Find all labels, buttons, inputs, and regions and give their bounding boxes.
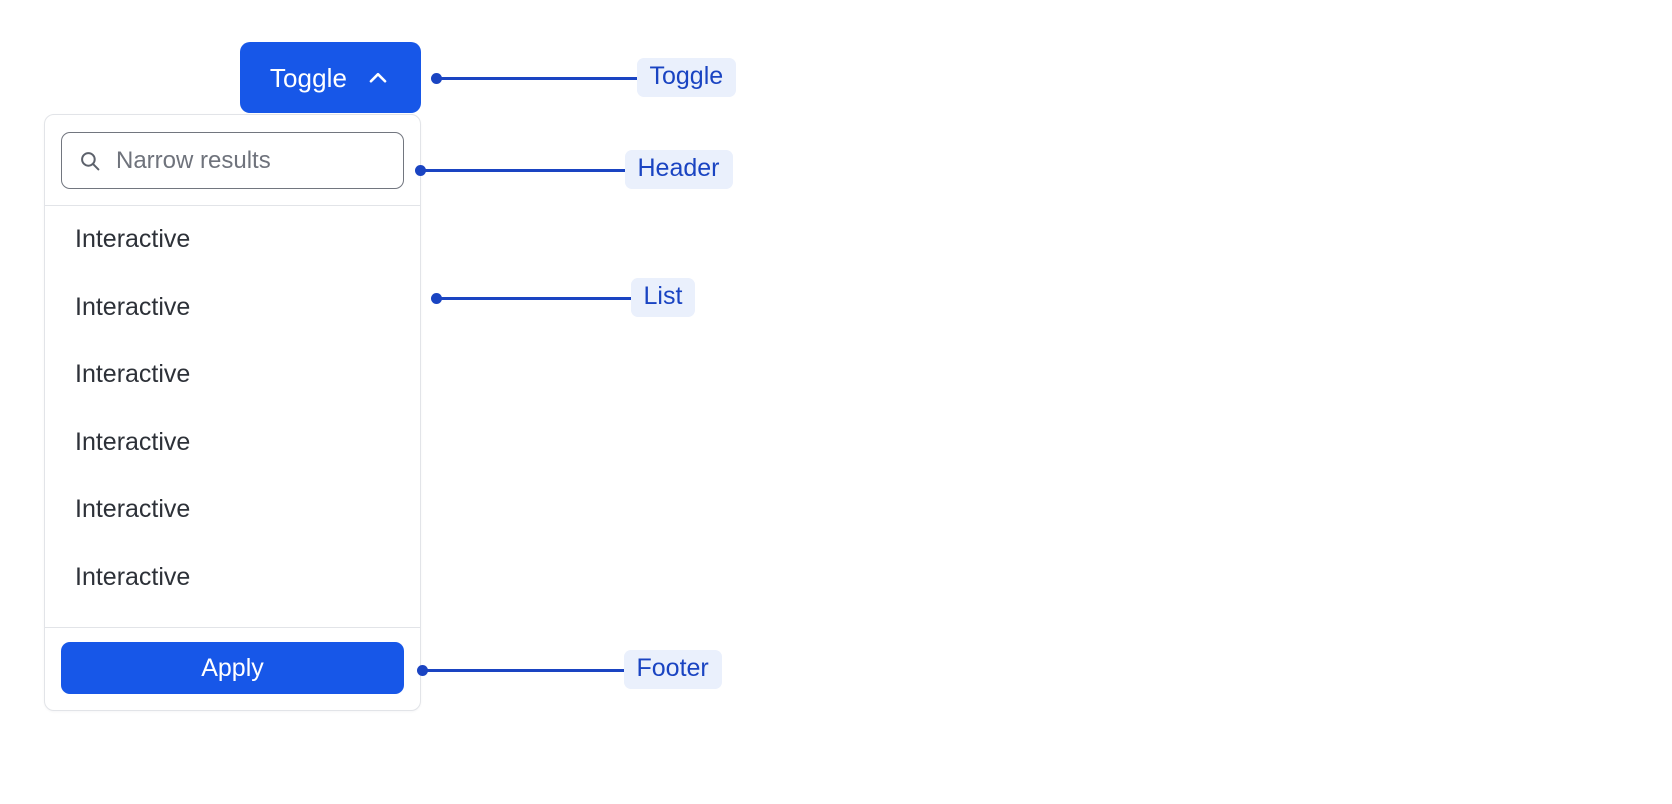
list-item-label: Interactive <box>75 360 191 389</box>
callout-dot <box>430 72 442 84</box>
callout-dot <box>430 292 442 304</box>
list-item-label: Interactive <box>75 562 191 591</box>
list-item-label: Interactive <box>75 427 191 456</box>
list-item[interactable]: Interactive <box>45 409 420 477</box>
callout-leader-line <box>440 296 631 300</box>
toggle-button[interactable]: Toggle <box>240 42 421 113</box>
callout-leader-line <box>424 168 625 172</box>
list-item[interactable]: Interactive <box>45 544 420 612</box>
list-item[interactable]: Interactive <box>45 206 420 274</box>
list-item-label: Interactive <box>75 225 191 254</box>
toggle-button-label: Toggle <box>269 62 348 93</box>
apply-button[interactable]: Apply <box>61 642 404 694</box>
list-item-label: Interactive <box>75 495 191 524</box>
list-item-label: Interactive <box>75 292 191 321</box>
dropdown-footer: Apply <box>45 627 420 710</box>
callout-badge-header: Header <box>624 149 733 189</box>
search-input[interactable] <box>62 133 403 188</box>
list-item[interactable]: Interactive <box>45 341 420 409</box>
list-item[interactable]: Interactive <box>45 274 420 342</box>
callout-badge-footer: Footer <box>623 649 722 689</box>
dropdown-option-list: Interactive Interactive Interactive Inte… <box>45 206 420 627</box>
callout-leader-line <box>426 668 624 672</box>
callout-badge-toggle: Toggle <box>636 57 737 97</box>
callout-leader-line <box>440 76 637 80</box>
callout-badge-list: List <box>630 277 696 317</box>
list-item[interactable]: Interactive <box>45 476 420 544</box>
chevron-up-icon <box>365 65 391 91</box>
search-field-wrapper[interactable] <box>61 132 404 189</box>
dropdown-header <box>45 115 420 206</box>
dropdown-panel: Interactive Interactive Interactive Inte… <box>44 114 421 711</box>
